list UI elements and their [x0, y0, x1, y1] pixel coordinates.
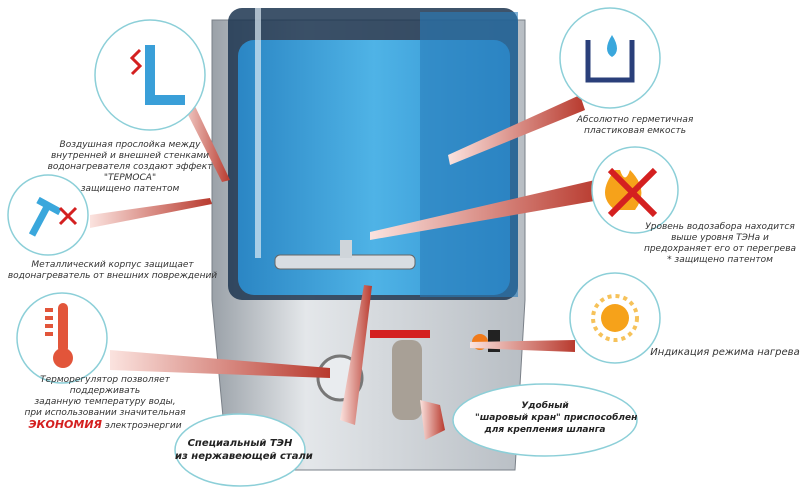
caption-line: для крепления шланга	[484, 425, 606, 435]
heating-element-bubble	[174, 413, 306, 487]
caption-line: водонагревателя создают эффект	[47, 162, 213, 172]
caption-line: Индикация режима нагрева	[650, 347, 800, 358]
caption-line: водонагреватель от внешних повреждений	[7, 271, 218, 281]
caption-line: Терморегулятор позволяет	[40, 375, 170, 385]
caption-line: Абсолютно герметичная	[576, 115, 694, 125]
caption-line: электроэнергии	[104, 421, 182, 431]
water-heater	[211, 8, 526, 471]
tap-caption: Удобный "шаровый кран" приспособлен для …	[475, 400, 638, 436]
air-layer-caption: Воздушная прослойка между внутренней и в…	[30, 140, 230, 195]
caption-line: Уровень водозабора находится	[645, 222, 795, 232]
heating-element-caption: Специальный ТЭН из нержавеющей стали	[175, 437, 313, 463]
indicator-caption: Индикация режима нагрева	[650, 347, 800, 358]
metal-body-caption: Металлический корпус защищает водонагрев…	[0, 260, 225, 282]
caption-line: при использовании значительная	[24, 408, 186, 418]
caption-line: Специальный ТЭН	[187, 438, 293, 449]
caption-line: заданную температуру воды,	[34, 397, 176, 407]
caption-line: внутренней и внешней стенками	[50, 151, 210, 161]
hammer-icon	[7, 174, 89, 256]
water-drop-icon	[559, 7, 661, 109]
tap-bubble	[452, 383, 638, 457]
overheat-caption: Уровень водозабора находится выше уровня…	[640, 222, 800, 266]
container-caption: Абсолютно герметичная пластиковая емкост…	[550, 115, 720, 137]
caption-line: "ТЕРМОСА"	[103, 173, 157, 183]
caption-line: защищено патентом	[80, 184, 180, 194]
caption-line: "шаровый кран" приспособлен	[475, 413, 638, 423]
caption-line: * защищено патентом	[667, 255, 773, 265]
caption-line: выше уровня ТЭНа и	[671, 233, 769, 243]
caption-line: пластиковая емкость	[584, 126, 686, 136]
ball-valve-tap[interactable]	[392, 340, 422, 420]
caption-line: Металлический корпус защищает	[31, 260, 194, 270]
thermostat-caption: Терморегулятор позволяет поддерживать за…	[15, 375, 195, 432]
caption-line: Воздушная прослойка между	[59, 140, 201, 150]
caption-line: предохраняет его от перегрева	[643, 244, 797, 254]
caption-line: поддерживать	[69, 386, 141, 396]
caption-line: из нержавеющей стали	[175, 451, 313, 462]
caption-line: Удобный	[521, 401, 569, 411]
economy-highlight: ЭКОНОМИЯ	[28, 418, 103, 431]
